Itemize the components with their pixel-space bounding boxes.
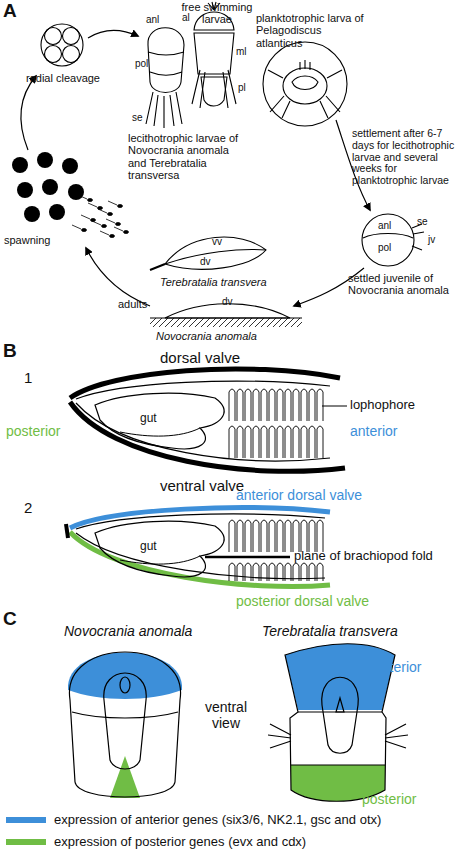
abbreviation: ml [236, 46, 247, 57]
stage-label: spawning [4, 234, 50, 246]
legend-swatch [6, 817, 46, 823]
abbreviation: se [417, 216, 428, 227]
abbreviation: se [132, 112, 143, 123]
brachiopod-fold [66, 508, 330, 587]
abbreviation: dv [200, 256, 211, 267]
abbreviation: vv [212, 236, 222, 247]
legend-text: expression of anterior genes (six3/6, NK… [54, 812, 381, 827]
part-label: gut [140, 540, 157, 553]
part-label: gut [140, 412, 157, 425]
part-label: anterior dorsal valve [236, 488, 362, 504]
subpanel-number: 1 [24, 370, 32, 387]
larva-expression [68, 652, 182, 798]
stage-label: lecithotrophic larvae of Novocrania anom… [128, 132, 246, 181]
part-label: posterior dorsal valve [236, 594, 369, 610]
part-label: dorsal valve [160, 350, 240, 367]
stage-label: planktotrophic larva of Pelagodiscus atl… [256, 12, 364, 49]
stage-label: adults [118, 298, 147, 310]
legend-row: expression of posterior genes (evx and c… [6, 834, 306, 849]
abbreviation: al [182, 12, 190, 23]
part-label: lophophore [350, 398, 415, 413]
legend-swatch [6, 839, 46, 845]
panel-letter: B [3, 340, 17, 361]
stage-label: radial cleavage [26, 72, 116, 84]
axis-label: anterior [350, 424, 397, 440]
axis-label: posterior [362, 792, 416, 808]
abbreviation: dv [222, 296, 233, 307]
brachiopod-section [70, 369, 347, 471]
abbreviation: pol [135, 58, 148, 69]
stage-label: settlement after 6-7 days for lecithotro… [352, 128, 457, 187]
legend-row: expression of anterior genes (six3/6, NK… [6, 812, 381, 827]
axis-label: anterior [374, 660, 421, 676]
species-name: Terebratalia transvera [160, 276, 267, 288]
part-label: ventral valve [160, 478, 244, 495]
abbreviation: anl [146, 14, 159, 25]
abbreviation: anl [378, 220, 391, 231]
species-name: Novocrania anomala [156, 330, 257, 342]
subpanel-number: 2 [24, 500, 32, 517]
panel-letter: C [3, 608, 17, 629]
legend-text: expression of posterior genes (evx and c… [54, 834, 306, 849]
axis-label: posterior [6, 424, 60, 440]
species-name: Terebratalia transvera [262, 624, 398, 640]
abbreviation: pl [238, 82, 246, 93]
view-label: ventral view [196, 700, 256, 731]
abbreviation: jv [428, 234, 435, 245]
species-name: Novocrania anomala [64, 624, 192, 640]
abbreviation: pol [378, 242, 391, 253]
part-label: plane of brachiopod fold [294, 549, 433, 564]
stage-label: settled juvenile of Novocrania anomala [348, 272, 456, 297]
panel-letter: A [3, 0, 17, 21]
